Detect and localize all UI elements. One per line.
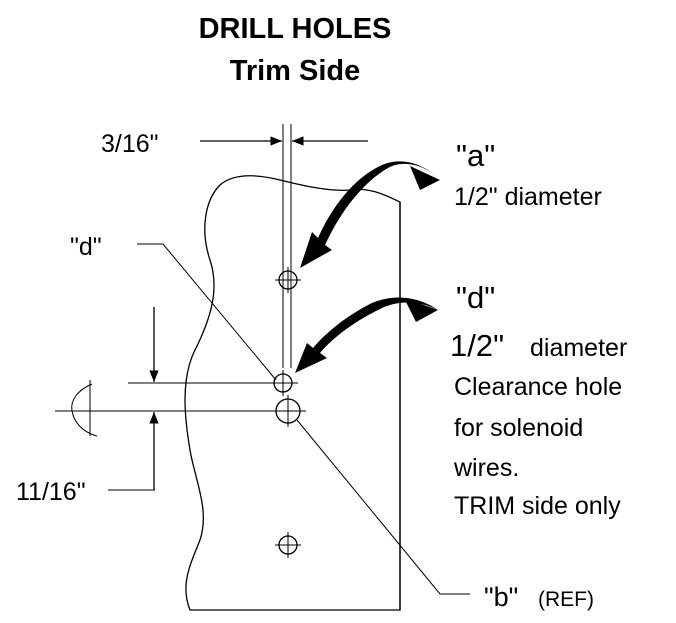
title-line-1: DRILL HOLES <box>199 13 392 45</box>
dim-bottom-label: 11/16" <box>16 478 86 506</box>
callout-b-ref: (REF) <box>538 588 594 611</box>
hole-d <box>268 370 298 396</box>
callout-d-letter: "d" <box>456 280 495 315</box>
curved-arrow-d <box>295 297 438 373</box>
center-mark-left <box>71 383 98 437</box>
title-line-2: Trim Side <box>230 55 361 87</box>
callout-d-note-3: wires. <box>453 454 519 482</box>
callout-d-note-4: TRIM side only <box>454 492 621 520</box>
callout-d-note-2: for solenoid <box>454 414 583 442</box>
callout-b-label: "b" <box>484 582 518 612</box>
callout-d-left-leader <box>137 243 277 381</box>
trim-outline <box>184 175 401 611</box>
hole-a <box>275 267 301 293</box>
callout-a-size: 1/2" diameter <box>454 183 602 211</box>
curved-arrow-d-head <box>404 298 438 322</box>
callout-d-size: 1/2" <box>450 328 504 363</box>
curved-arrow-a-head <box>410 166 440 190</box>
callout-d-size-suffix: diameter <box>530 334 627 362</box>
hole-bottom <box>275 532 301 558</box>
callout-b-leader <box>296 419 470 595</box>
callout-a-letter: "a" <box>456 138 495 173</box>
dim-top-label: 3/16" <box>101 130 159 158</box>
hole-b <box>270 395 306 427</box>
callout-d-left-label: "d" <box>70 233 102 261</box>
curved-arrow-a <box>300 161 440 268</box>
callout-d-note-1: Clearance hole <box>454 373 622 401</box>
